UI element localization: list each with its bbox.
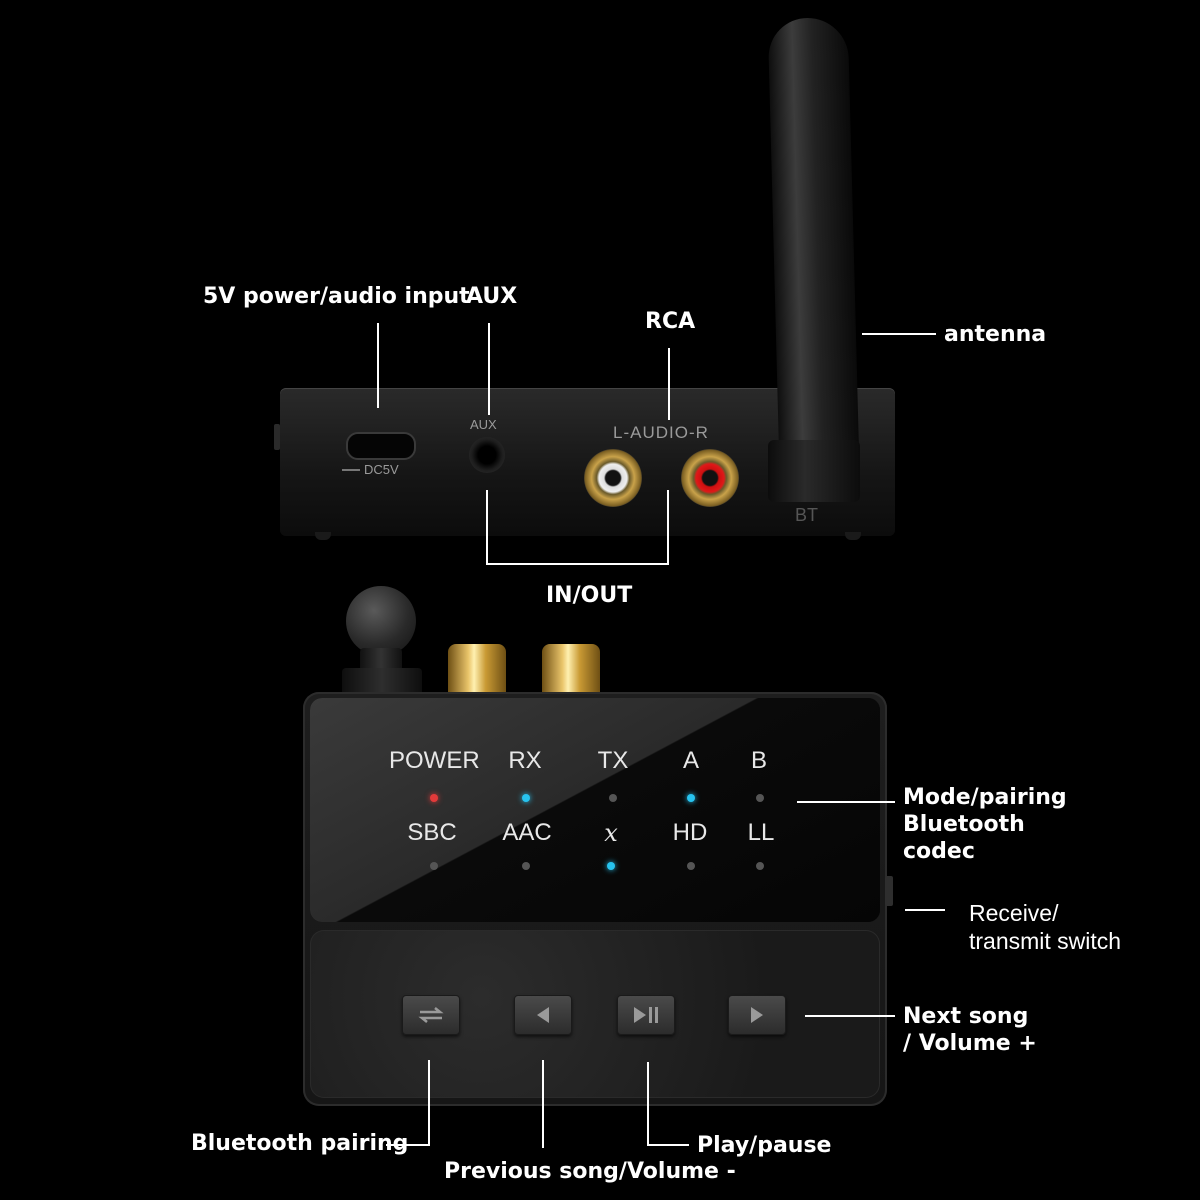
dc-symbol-icon xyxy=(342,469,360,471)
led-panel xyxy=(310,698,880,922)
antenna-base xyxy=(768,440,860,502)
aux-port-label: AUX xyxy=(470,417,497,432)
callout-next-song: Next song / Volume + xyxy=(903,1004,1037,1056)
leader-line xyxy=(542,1060,544,1148)
bracket-line xyxy=(486,490,488,565)
gold-rca-plug xyxy=(448,644,506,700)
control-pad xyxy=(310,930,880,1098)
leader-line xyxy=(805,1015,895,1017)
play-pause-button[interactable] xyxy=(617,995,675,1035)
led-power xyxy=(430,794,438,802)
led-label-power: POWER xyxy=(389,747,480,774)
leader-line xyxy=(428,1060,430,1146)
aux-jack xyxy=(469,437,505,473)
callout-previous-song: Previous song/Volume - xyxy=(444,1159,736,1184)
leader-line xyxy=(797,801,895,803)
led-label-ll: LL xyxy=(747,819,775,846)
led-tx xyxy=(609,794,617,802)
leader-line xyxy=(905,909,945,911)
device-foot xyxy=(845,532,861,540)
callout-mode-pairing-codec: Mode/pairing Bluetooth codec xyxy=(903,785,1067,864)
leader-line xyxy=(668,348,670,420)
led-label-aac: AAC xyxy=(502,819,552,846)
callout-play-pause: Play/pause xyxy=(697,1133,832,1158)
led-ll xyxy=(756,862,764,870)
leader-line xyxy=(377,323,379,408)
leader-line xyxy=(862,333,936,335)
previous-button[interactable] xyxy=(514,995,572,1035)
usb-c-port xyxy=(346,432,416,460)
rca-right-jack xyxy=(681,449,739,507)
side-switch-nub xyxy=(274,424,280,450)
callout-in-out: IN/OUT xyxy=(546,583,633,608)
led-rx xyxy=(522,794,530,802)
dc-port-label: DC5V xyxy=(364,462,399,477)
led-label-tx: TX xyxy=(597,747,629,774)
swap-icon xyxy=(418,1007,444,1023)
led-b xyxy=(756,794,764,802)
panel-gloss xyxy=(310,698,880,922)
bt-label: BT xyxy=(795,505,819,525)
callout-rca: RCA xyxy=(645,309,696,334)
rca-port-label: L-AUDIO-R xyxy=(613,423,709,442)
leader-line xyxy=(647,1144,689,1146)
callout-antenna: antenna xyxy=(944,322,1047,347)
previous-icon xyxy=(537,1007,549,1023)
play-pause-icon xyxy=(634,1007,658,1023)
next-button[interactable] xyxy=(728,995,786,1035)
bracket-line xyxy=(486,563,669,565)
leader-line xyxy=(647,1062,649,1146)
leader-line xyxy=(386,1144,430,1146)
bracket-line xyxy=(667,490,669,565)
callout-aux: AUX xyxy=(466,284,518,309)
led-label-hd: HD xyxy=(672,819,708,846)
led-label-sbc: SBC xyxy=(407,819,457,846)
callout-power-input: 5V power/audio input xyxy=(203,284,470,309)
leader-line xyxy=(488,323,490,415)
led-a xyxy=(687,794,695,802)
antenna xyxy=(767,18,861,502)
receive-transmit-switch[interactable] xyxy=(885,876,893,906)
led-aptx xyxy=(607,862,615,870)
next-icon xyxy=(751,1007,763,1023)
antenna-knob xyxy=(346,586,416,656)
gold-rca-plug xyxy=(542,644,600,700)
led-label-b: B xyxy=(750,747,767,774)
rca-left-jack xyxy=(584,449,642,507)
led-label-a: A xyxy=(682,747,699,774)
led-label-rx: RX xyxy=(508,747,542,774)
callout-receive-transmit: Receive/ transmit switch xyxy=(969,900,1122,954)
led-sbc xyxy=(430,862,438,870)
led-label-aptx: 𝑥 xyxy=(604,819,618,847)
callout-bluetooth-pairing: Bluetooth pairing xyxy=(191,1131,409,1156)
led-hd xyxy=(687,862,695,870)
led-aac xyxy=(522,862,530,870)
bluetooth-pairing-button[interactable] xyxy=(402,995,460,1035)
device-foot xyxy=(315,532,331,540)
